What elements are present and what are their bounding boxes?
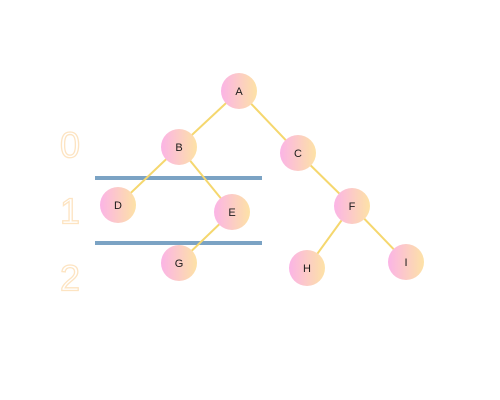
node-label-B: B: [175, 142, 182, 154]
node-circle-B: [161, 129, 197, 165]
node-circle-F: [334, 188, 370, 224]
level-label-2: 2: [60, 258, 80, 299]
node-label-F: F: [349, 201, 356, 213]
tree-node-I: I: [388, 244, 424, 280]
tree-node-F: F: [334, 188, 370, 224]
tree-node-E: E: [214, 194, 250, 230]
level-separators: [95, 176, 262, 245]
node-label-C: C: [294, 148, 302, 160]
tree-node-G: G: [161, 245, 197, 281]
node-circle-G: [161, 245, 197, 281]
tree-node-C: C: [280, 135, 316, 171]
node-circle-I: [388, 244, 424, 280]
node-label-H: H: [303, 263, 311, 275]
tree-node-H: H: [289, 250, 325, 286]
node-label-I: I: [404, 257, 407, 269]
tree-node-B: B: [161, 129, 197, 165]
node-label-G: G: [175, 258, 184, 270]
node-circle-H: [289, 250, 325, 286]
node-label-A: A: [235, 86, 243, 98]
level-labels: 0 1 2: [59, 124, 80, 299]
tree-node-D: D: [100, 187, 136, 223]
tree-node-A: A: [221, 73, 257, 109]
node-circle-A: [221, 73, 257, 109]
level-label-1: 1: [60, 191, 80, 232]
node-circle-C: [280, 135, 316, 171]
node-circle-E: [214, 194, 250, 230]
level-label-0: 0: [60, 125, 80, 166]
tree-nodes: A B C D E F G H I: [100, 73, 424, 286]
node-label-E: E: [228, 207, 235, 219]
node-label-D: D: [114, 200, 122, 212]
node-circle-D: [100, 187, 136, 223]
